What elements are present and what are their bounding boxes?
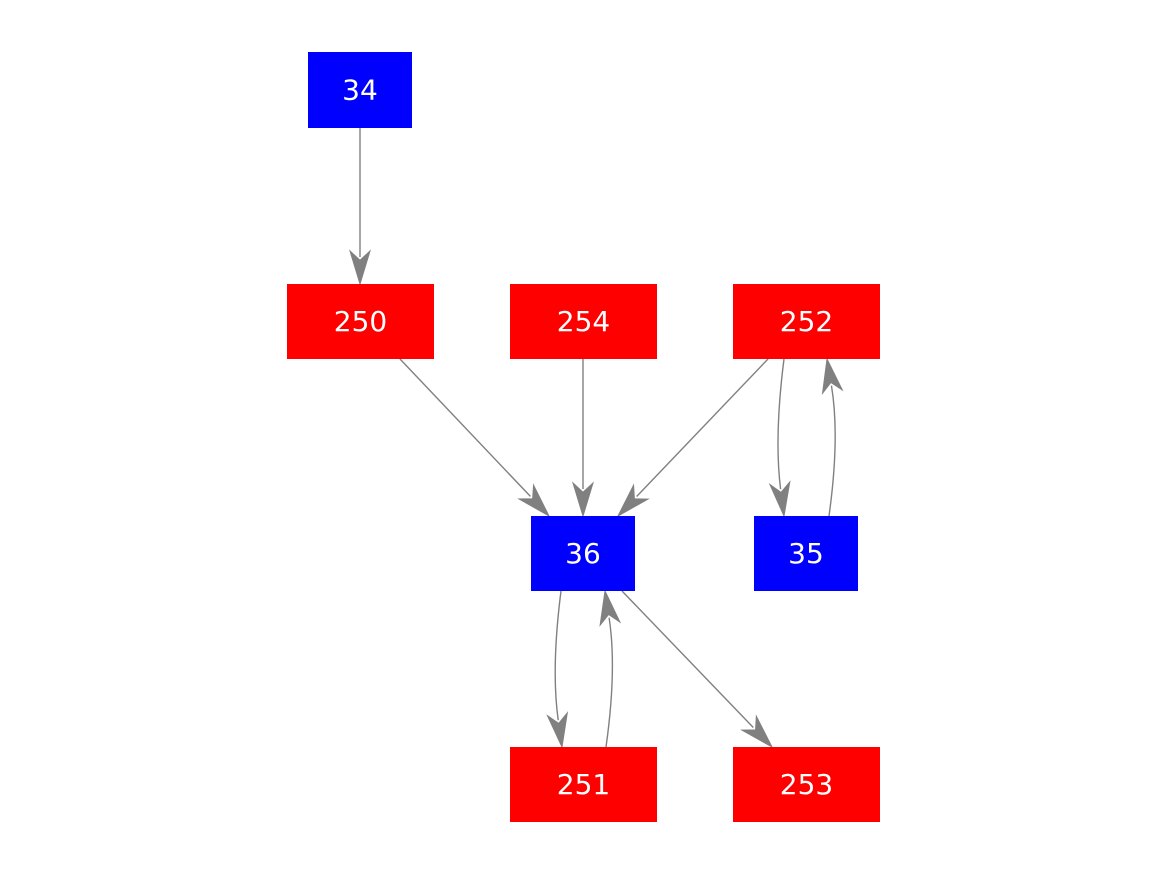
edge-251-to-36 [599, 589, 622, 748]
arrowhead [821, 357, 844, 395]
edge-35-to-252 [821, 357, 844, 517]
node-box [510, 284, 657, 359]
node-label: 250 [334, 305, 387, 338]
node-label: 36 [565, 537, 601, 570]
edge-line [777, 358, 785, 490]
arrowhead [616, 483, 650, 518]
node-box [308, 52, 412, 128]
node-35: 35 [754, 516, 858, 591]
edge-252-to-35 [768, 358, 791, 518]
node-253: 253 [733, 747, 880, 822]
edge-line [636, 358, 769, 497]
edge-34-to-250 [348, 128, 372, 286]
node-label: 254 [557, 305, 610, 338]
edge-252-to-36 [616, 358, 769, 518]
node-36: 36 [531, 516, 635, 591]
node-label: 252 [780, 305, 833, 338]
node-box [754, 516, 858, 591]
arrowhead [768, 480, 791, 518]
node-box [733, 747, 880, 822]
node-label: 251 [557, 768, 610, 801]
arrowhead [348, 249, 372, 286]
nodes-layer: 34 250 254 252 36 35 251 253 [287, 52, 880, 822]
arrowhead [546, 711, 569, 749]
arrowhead [517, 483, 551, 518]
node-250: 250 [287, 284, 434, 359]
node-label: 34 [342, 74, 378, 107]
node-box [287, 284, 434, 359]
arrowhead [571, 481, 595, 518]
edge-250-to-36 [399, 358, 551, 518]
node-box [531, 516, 635, 591]
edge-line [828, 385, 836, 517]
edges-layer [348, 128, 844, 749]
node-254: 254 [510, 284, 657, 359]
node-251: 251 [510, 747, 657, 822]
node-label: 253 [780, 768, 833, 801]
edge-line [554, 590, 562, 721]
node-252: 252 [733, 284, 880, 359]
arrowhead [740, 714, 774, 749]
edge-line [399, 358, 531, 497]
edge-36-to-251 [546, 590, 569, 749]
edge-36-to-253 [621, 590, 774, 749]
edge-line [605, 617, 614, 748]
edge-line [621, 590, 754, 729]
edge-254-to-36 [571, 359, 595, 518]
arrowhead [599, 589, 622, 627]
node-label: 35 [788, 537, 824, 570]
node-box [733, 284, 880, 359]
node-box [510, 747, 657, 822]
node-34: 34 [308, 52, 412, 128]
